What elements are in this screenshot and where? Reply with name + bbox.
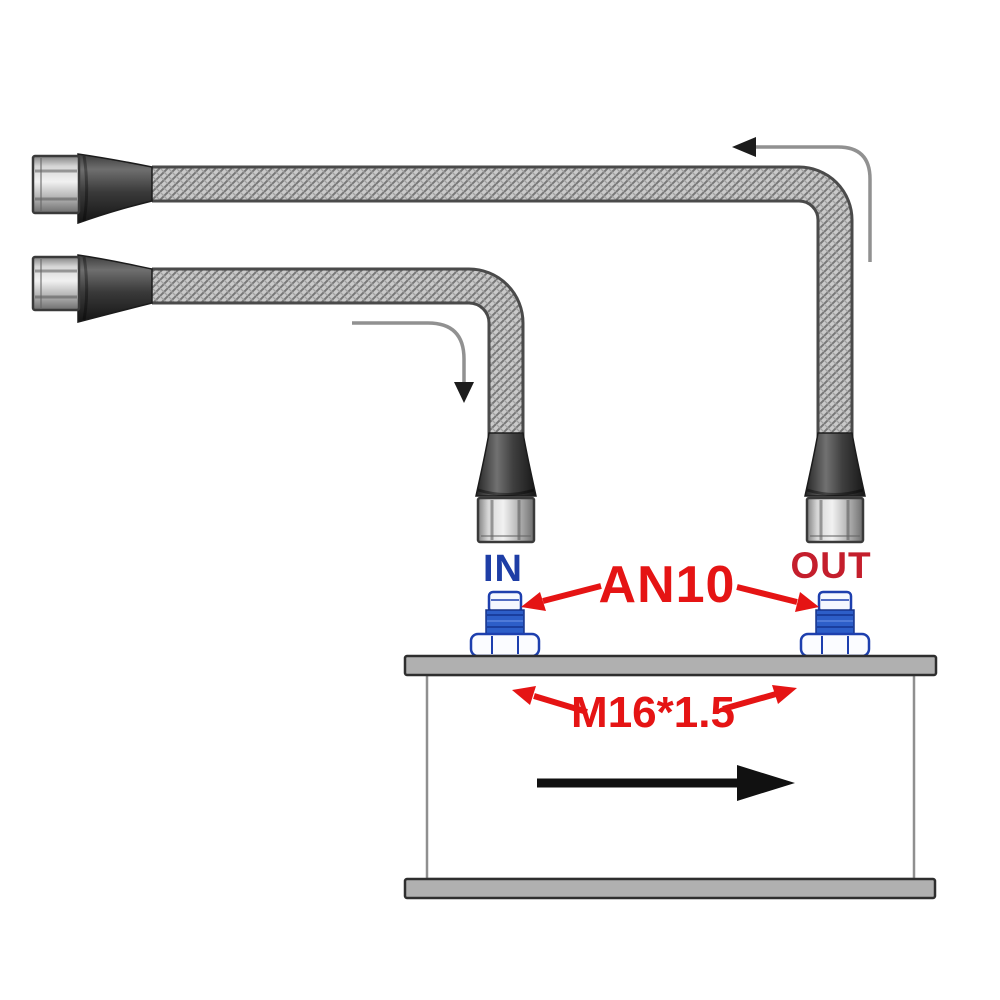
cooler-bottom-flange bbox=[403, 877, 937, 900]
an10-arrow-left-icon bbox=[521, 592, 546, 611]
arrowhead-down-icon bbox=[454, 382, 474, 403]
socket-cone bbox=[77, 254, 153, 323]
out-hose bbox=[152, 165, 854, 437]
an10-arrow-right-icon bbox=[795, 592, 819, 612]
in-hose bbox=[152, 267, 525, 437]
in-flow-guide-arrow bbox=[352, 321, 474, 403]
socket-cone bbox=[804, 432, 866, 497]
socket-cone bbox=[475, 432, 537, 497]
hose-nut bbox=[31, 154, 81, 215]
flow-direction-arrow bbox=[537, 765, 795, 801]
thread-arrow-right-icon bbox=[772, 685, 797, 704]
arrowhead-left-icon bbox=[732, 137, 756, 157]
hose-end-fitting-in-left bbox=[31, 254, 153, 323]
hose-end-fitting-in-bottom bbox=[475, 432, 537, 544]
thread-annotation-arrows bbox=[512, 685, 797, 715]
thread-arrow-left-icon bbox=[512, 686, 536, 705]
out-flow-guide-arrow bbox=[732, 137, 872, 262]
an10-adapter-in bbox=[469, 590, 541, 658]
cooler-body bbox=[403, 654, 938, 900]
hose-nut bbox=[31, 255, 81, 312]
in-port-label: IN bbox=[483, 548, 523, 590]
an10-annotation-arrows bbox=[521, 583, 819, 612]
hose-end-fitting-out-left bbox=[31, 153, 153, 225]
out-port-label: OUT bbox=[790, 545, 871, 586]
hose-end-fitting-out-bottom bbox=[804, 432, 866, 544]
thread-size-label: M16*1.5 bbox=[571, 688, 735, 737]
cooler-top-flange bbox=[403, 654, 938, 677]
an10-label: AN10 bbox=[599, 556, 736, 614]
socket-cone bbox=[77, 153, 153, 225]
cooler-shell bbox=[425, 673, 916, 881]
